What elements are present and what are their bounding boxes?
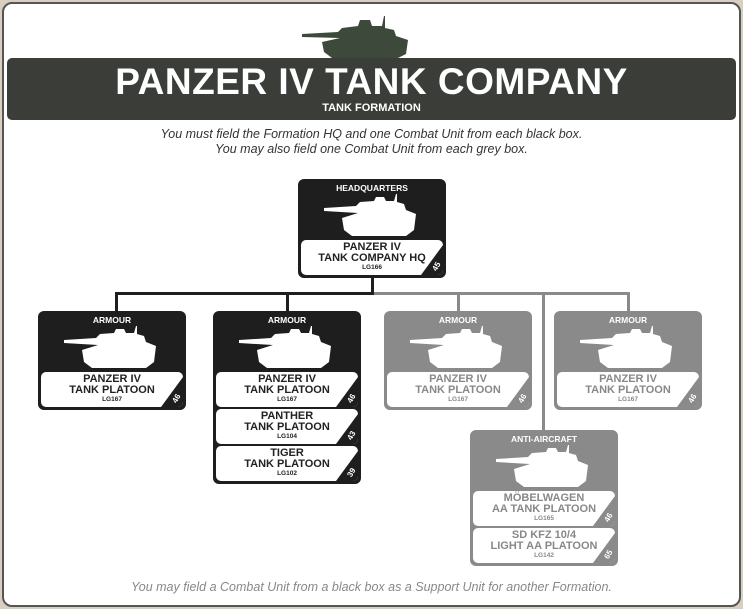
unit-name: PANZER IV [258,373,316,385]
unit-type: TANK PLATOON [244,420,330,433]
unit-entry[interactable]: SD KFZ 10/4 LIGHT AA PLATOON LG142 65 [473,528,615,563]
unit-name: PANZER IV [599,373,657,385]
unit-code: LG167 [618,396,638,403]
unit-type: TANK COMPANY HQ [318,251,426,264]
page-tab [507,377,529,407]
page-title: PANZER IV TANK COMPANY [115,61,628,102]
unit-type: TANK PLATOON [244,383,330,396]
unit-type: TANK PLATOON [585,383,671,396]
connector [374,292,630,295]
unit-name: MÖBELWAGEN [503,492,585,504]
connector [371,276,374,294]
unit-name: PANZER IV [429,373,487,385]
unit-code: LG167 [448,396,468,403]
page-tab [336,451,358,481]
box-header: ARMOUR [608,315,648,325]
unit-name: SD KFZ 10/4 [511,529,577,541]
connector [115,292,118,312]
unit-code: LG167 [102,396,122,403]
page-tab [593,533,615,563]
armour-box-3: ARMOUR PANZER IV TANK PLATOON LG167 46 [384,311,532,410]
unit-name: TIGER [270,447,304,459]
connector [286,292,289,312]
unit-entry[interactable]: MÖBELWAGEN AA TANK PLATOON LG165 46 [473,491,615,526]
unit-entry[interactable]: TIGER TANK PLATOON LG102 39 [216,446,358,481]
unit-code: LG142 [534,552,554,559]
tank-silhouette-icon [302,16,408,58]
unit-code: LG102 [277,470,297,477]
page-tab [161,377,183,407]
unit-entry[interactable]: PANZER IV TANK COMPANY HQ LG166 45 [301,240,443,275]
tank-icon [239,326,331,368]
connector [115,292,374,295]
unit-entry[interactable]: PANZER IV TANK PLATOON LG167 46 [557,372,699,407]
unit-entry[interactable]: PANZER IV TANK PLATOON LG167 46 [387,372,529,407]
unit-name: PANTHER [260,410,314,422]
page-tab [336,377,358,407]
tank-icon [410,326,502,368]
title-banner: PANZER IV TANK COMPANY TANK FORMATION [7,58,736,120]
unit-name: PANZER IV [343,241,401,253]
armour-box-2: ARMOUR PANZER IV TANK PLATOON LG167 46 P… [213,311,361,484]
unit-code: LG104 [277,433,297,440]
unit-entry[interactable]: PANZER IV TANK PLATOON LG167 46 [41,372,183,407]
box-header: ARMOUR [92,315,132,325]
unit-code: LG167 [277,396,297,403]
tank-icon [64,326,156,368]
unit-type: LIGHT AA PLATOON [490,539,598,552]
tank-icon [496,445,588,487]
unit-name: PANZER IV [83,373,141,385]
page-tab [677,377,699,407]
box-header: ARMOUR [438,315,478,325]
footer-note: You may field a Combat Unit from a black… [131,580,612,594]
unit-entry[interactable]: PANZER IV TANK PLATOON LG167 46 [216,372,358,407]
tank-icon [324,194,416,236]
unit-code: LG165 [534,515,554,522]
instructions: You must field the Formation HQ and one … [0,127,743,157]
connector [542,292,545,432]
page-tab [421,245,443,275]
unit-entry[interactable]: PANTHER TANK PLATOON LG104 43 [216,409,358,444]
instruction-line: You must field the Formation HQ and one … [160,127,583,141]
connector [457,292,460,312]
box-header: ARMOUR [267,315,307,325]
unit-type: AA TANK PLATOON [491,502,597,515]
unit-type: TANK PLATOON [69,383,155,396]
connector [627,292,630,312]
instruction-line: You may also field one Combat Unit from … [215,142,528,156]
armour-box-1: ARMOUR PANZER IV TANK PLATOON LG167 46 [38,311,186,410]
page-tab [593,496,615,526]
hq-box: HEADQUARTERS PANZER IV TANK COMPANY HQ L… [298,179,446,278]
unit-type: TANK PLATOON [415,383,501,396]
unit-code: LG166 [362,264,382,271]
unit-type: TANK PLATOON [244,457,330,470]
tank-icon [580,326,672,368]
box-header: HEADQUARTERS [336,183,408,193]
page-subtitle: TANK FORMATION [322,102,421,114]
box-header: ANTI-AIRCRAFT [510,434,578,444]
armour-box-4: ARMOUR PANZER IV TANK PLATOON LG167 46 [554,311,702,410]
anti-aircraft-box: ANTI-AIRCRAFT MÖBELWAGEN AA TANK PLATOON… [470,430,618,566]
page-tab [336,414,358,444]
